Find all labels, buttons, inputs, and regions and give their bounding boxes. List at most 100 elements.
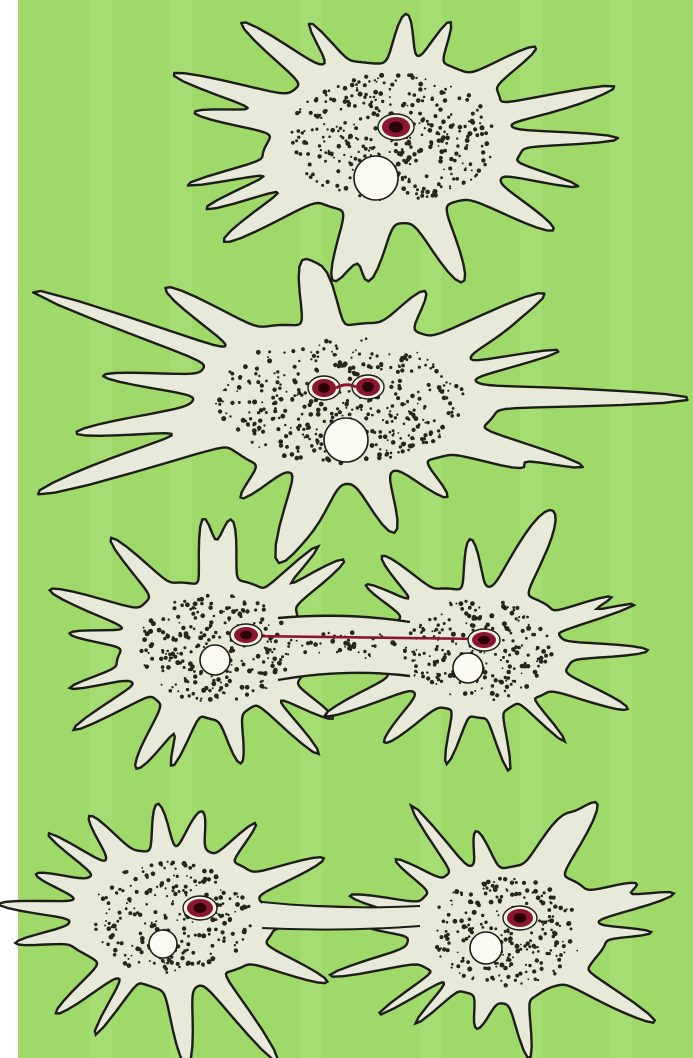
cytoplasm-granule: [407, 449, 410, 452]
cytoplasm-granule: [445, 136, 450, 141]
cytoplasm-granule: [444, 653, 447, 656]
cytoplasm-granule: [418, 397, 422, 401]
cytoplasm-granule: [166, 878, 170, 882]
cytoplasm-granule: [521, 644, 523, 646]
cytoplasm-granule: [184, 891, 188, 895]
cytoplasm-granule: [227, 384, 229, 386]
cytoplasm-granule: [360, 409, 362, 411]
cytoplasm-granule: [149, 960, 151, 962]
cytoplasm-granule: [397, 384, 401, 388]
cytoplasm-granule: [319, 442, 323, 446]
cytoplasm-granule: [355, 83, 358, 86]
cytoplasm-granule: [298, 360, 300, 362]
cytoplasm-granule: [427, 663, 430, 666]
cytoplasm-granule: [174, 868, 176, 870]
cytoplasm-granule: [195, 885, 197, 887]
cytoplasm-granule: [470, 179, 472, 181]
cytoplasm-granule: [200, 602, 203, 605]
cytoplasm-granule: [436, 930, 438, 932]
cytoplasm-granule: [330, 639, 335, 644]
cytoplasm-granule: [178, 890, 181, 893]
cytoplasm-granule: [455, 603, 457, 605]
cytoplasm-granule: [372, 111, 377, 116]
cytoplasm-granule: [267, 657, 269, 659]
cytoplasm-granule: [426, 359, 428, 361]
cytoplasm-granule: [430, 145, 432, 147]
cytoplasm-granule: [545, 952, 548, 955]
cytoplasm-granule: [484, 141, 489, 146]
cytoplasm-granule: [555, 955, 557, 957]
cytoplasm-granule: [291, 141, 295, 145]
cytoplasm-granule: [378, 435, 382, 439]
cytoplasm-granule: [162, 651, 165, 654]
cytoplasm-granule: [326, 180, 330, 184]
cytoplasm-granule: [381, 100, 384, 103]
cytoplasm-granule: [113, 953, 117, 957]
cytoplasm-granule: [144, 664, 146, 666]
cytoplasm-granule: [296, 394, 298, 396]
cytoplasm-granule: [421, 675, 424, 678]
cytoplasm-granule: [358, 651, 360, 653]
cytoplasm-granule: [544, 932, 547, 935]
cytoplasm-granule: [207, 928, 212, 933]
cytoplasm-granule: [416, 98, 421, 103]
cytoplasm-granule: [233, 892, 237, 896]
cytoplasm-granule: [419, 122, 421, 124]
cytoplasm-granule: [200, 698, 202, 700]
cytoplasm-granule: [449, 185, 451, 187]
cytoplasm-granule: [281, 655, 284, 658]
cytoplasm-granule: [510, 632, 513, 635]
cytoplasm-granule: [427, 383, 431, 387]
cytoplasm-granule: [343, 130, 345, 132]
cytoplasm-granule: [349, 162, 353, 166]
cytoplasm-granule: [234, 667, 239, 672]
cytoplasm-granule: [316, 428, 318, 430]
cytoplasm-granule: [113, 948, 118, 953]
cytoplasm-granule: [353, 124, 355, 126]
cytoplasm-granule: [324, 160, 327, 163]
cytoplasm-granule: [143, 627, 145, 629]
cytoplasm-granule: [549, 895, 553, 899]
cytoplasm-granule: [447, 390, 449, 392]
cytoplasm-granule: [513, 667, 516, 670]
cytoplasm-granule: [450, 113, 453, 116]
cytoplasm-granule: [194, 934, 197, 937]
cytoplasm-granule: [396, 73, 401, 78]
cytoplasm-granule: [491, 674, 494, 677]
cytoplasm-granule: [254, 372, 257, 375]
cytoplasm-granule: [450, 411, 453, 414]
cytoplasm-granule: [399, 437, 402, 440]
cytoplasm-granule: [417, 391, 420, 394]
cytoplasm-granule: [204, 686, 208, 690]
cytoplasm-granule: [295, 456, 300, 461]
cytoplasm-granule: [306, 101, 309, 104]
cytoplasm-granule: [376, 81, 378, 83]
cytoplasm-granule: [352, 351, 354, 353]
cytoplasm-granule: [481, 687, 483, 689]
cytoplasm-granule: [421, 150, 423, 152]
cytoplasm-granule: [262, 660, 265, 663]
cytoplasm-granule: [485, 662, 487, 664]
cytoplasm-granule: [240, 685, 245, 690]
cytoplasm-granule: [376, 113, 380, 117]
cytoplasm-granule: [315, 433, 318, 436]
cytoplasm-granule: [355, 349, 357, 351]
cytoplasm-granule: [518, 892, 522, 896]
cytoplasm-granule: [416, 188, 419, 191]
cytoplasm-granule: [222, 921, 227, 926]
cytoplasm-granule: [254, 608, 257, 611]
cytoplasm-granule: [514, 645, 518, 649]
cytoplasm-granule: [304, 391, 307, 394]
cytoplasm-granule: [102, 941, 104, 943]
cytoplasm-granule: [348, 377, 352, 381]
cytoplasm-granule: [220, 682, 222, 684]
cytoplasm-granule: [209, 620, 213, 624]
cytoplasm-granule: [337, 130, 340, 133]
cytoplasm-granule: [344, 96, 348, 100]
cytoplasm-granule: [377, 152, 379, 154]
cytoplasm-granule: [127, 897, 132, 902]
cytoplasm-granule: [291, 131, 294, 134]
cytoplasm-granule: [541, 895, 544, 898]
cytoplasm-granule: [509, 962, 513, 966]
cytoplasm-granule: [531, 633, 534, 636]
